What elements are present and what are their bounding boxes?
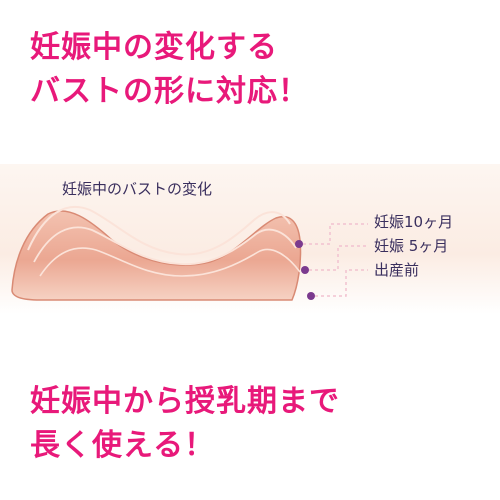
marker-10-months bbox=[295, 240, 303, 248]
contour-10-months bbox=[27, 205, 291, 256]
marker-5-months bbox=[301, 266, 309, 274]
headline-bottom: 妊娠中から授乳期まで 長く使える！ bbox=[30, 380, 340, 468]
contour-5-months bbox=[33, 226, 297, 265]
stage-label-5-months: 妊娠 5ヶ月 bbox=[374, 237, 449, 255]
bra-pad-shape bbox=[11, 210, 302, 301]
headline-top: 妊娠中の変化する バストの形に対応！ bbox=[30, 26, 309, 114]
headline-top-line2: バストの形に対応！ bbox=[30, 74, 309, 109]
contour-before-birth bbox=[39, 247, 301, 277]
headline-bottom-line1: 妊娠中から授乳期まで bbox=[30, 384, 340, 419]
guide-line-5-months bbox=[309, 245, 368, 271]
headline-top-line1: 妊娠中の変化する bbox=[30, 30, 278, 65]
stage-label-before-birth: 出産前 bbox=[374, 261, 420, 279]
stage-label-10-months: 妊娠10ヶ月 bbox=[374, 213, 454, 231]
diagram-title: 妊娠中のバストの変化 bbox=[62, 180, 213, 198]
guide-line-before-birth bbox=[315, 269, 368, 297]
marker-before-birth bbox=[307, 292, 315, 300]
guide-line-10-months bbox=[303, 223, 368, 245]
headline-bottom-line2: 長く使える！ bbox=[30, 428, 216, 463]
